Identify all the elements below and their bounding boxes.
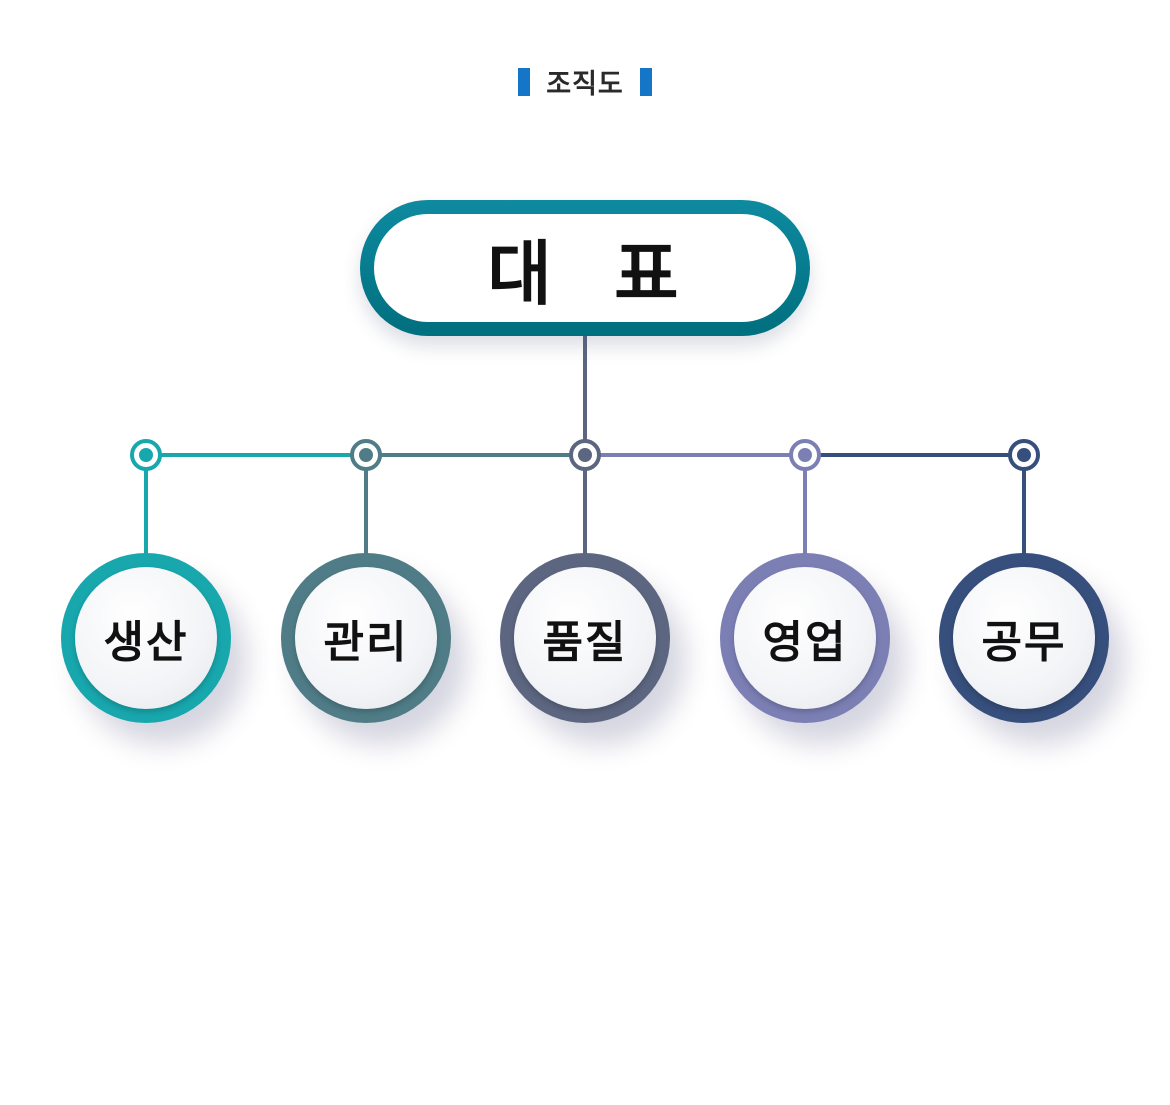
junction-node-5 bbox=[1008, 439, 1040, 471]
ceo-node: 대 표 bbox=[360, 200, 810, 336]
dept-node-face: 공무 bbox=[953, 567, 1095, 709]
dept-node-sales: 영업 bbox=[720, 553, 890, 723]
org-chart-heading: 조직도 bbox=[0, 62, 1170, 101]
dept-label-sales: 영업 bbox=[762, 617, 848, 668]
ceo-node-face: 대 표 bbox=[374, 214, 796, 322]
dept-node-production: 생산 bbox=[61, 553, 231, 723]
dept-node-management: 관리 bbox=[281, 553, 451, 723]
dept-node-face: 영업 bbox=[734, 567, 876, 709]
junction-node-3 bbox=[569, 439, 601, 471]
dept-label-management: 관리 bbox=[323, 617, 409, 668]
dept-node-construction: 공무 bbox=[939, 553, 1109, 723]
dept-node-quality: 품질 bbox=[500, 553, 670, 723]
dept-node-face: 관리 bbox=[295, 567, 437, 709]
junction-node-1 bbox=[130, 439, 162, 471]
ceo-label: 대 표 bbox=[487, 232, 683, 315]
junction-node-4 bbox=[789, 439, 821, 471]
dept-label-production: 생산 bbox=[103, 617, 189, 668]
dept-node-face: 품질 bbox=[514, 567, 656, 709]
dept-node-face: 생산 bbox=[75, 567, 217, 709]
dept-label-quality: 품질 bbox=[542, 617, 628, 668]
junction-node-2 bbox=[350, 439, 382, 471]
dept-label-construction: 공무 bbox=[981, 617, 1067, 668]
heading-title: 조직도 bbox=[546, 69, 624, 100]
heading-left-accent bbox=[518, 67, 531, 96]
heading-right-accent bbox=[639, 67, 652, 96]
